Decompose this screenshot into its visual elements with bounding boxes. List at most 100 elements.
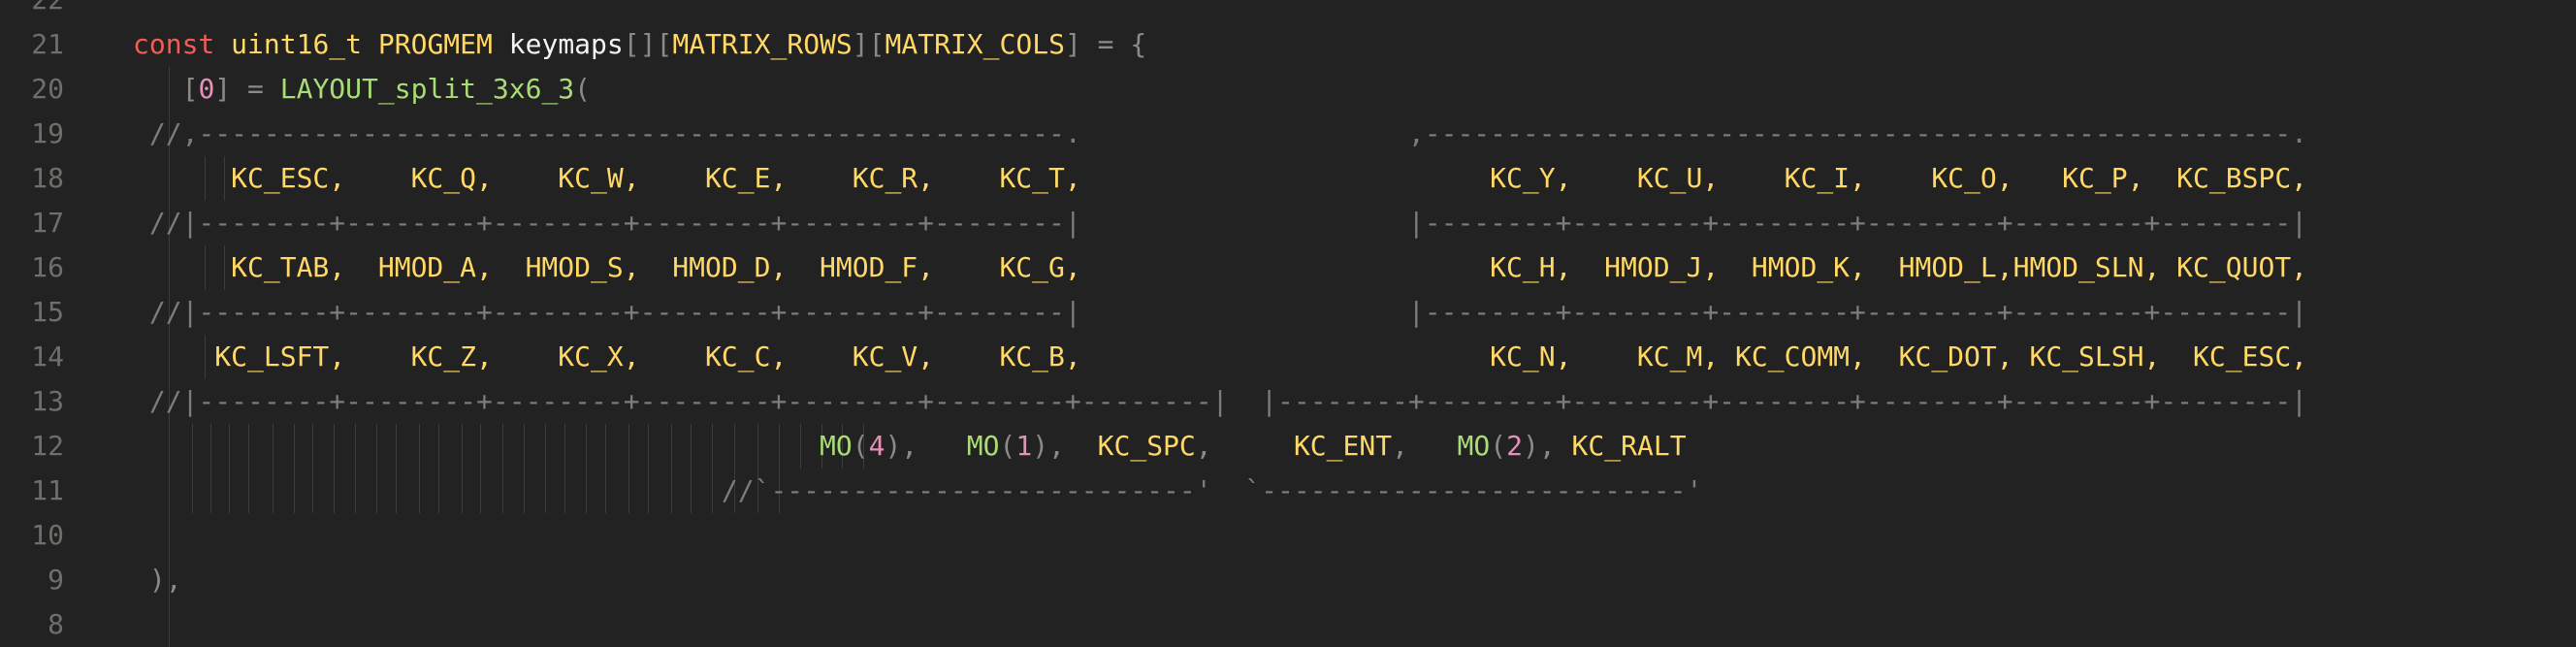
- indent-guide: [376, 424, 377, 469]
- indent-guide: [863, 424, 864, 469]
- indent-guide: [757, 469, 758, 513]
- line-number: 13: [31, 385, 64, 417]
- code-token: [214, 28, 231, 60]
- code-text: KC_ESC, KC_Q, KC_W, KC_E, KC_R, KC_T, KC…: [133, 156, 2307, 201]
- indent-guide: [355, 469, 356, 513]
- indent-guide: [691, 424, 692, 469]
- indent-guide: [821, 424, 822, 469]
- indent-guide: [419, 424, 420, 469]
- code-token: MO: [1457, 430, 1491, 462]
- indent-guide: [248, 469, 249, 513]
- indent-guide: [205, 156, 206, 201]
- code-token: uint16_t: [231, 28, 363, 60]
- indent-guide: [294, 469, 295, 513]
- code-line[interactable]: 22: [0, 0, 2576, 22]
- code-line[interactable]: 10: [0, 513, 2576, 558]
- code-token: {: [1130, 28, 1147, 60]
- code-token: MATRIX_ROWS: [672, 28, 853, 60]
- code-text: //,-------------------------------------…: [133, 112, 2307, 156]
- code-line[interactable]: 11 //`--------------------------' `-----…: [0, 469, 2576, 513]
- code-token: (: [852, 430, 869, 462]
- code-token: //|--------+--------+--------+--------+-…: [133, 207, 2308, 239]
- code-line[interactable]: 17 //|--------+--------+--------+-------…: [0, 201, 2576, 245]
- indent-guide: [648, 424, 649, 469]
- code-token: [: [133, 73, 199, 105]
- indent-guide: [564, 424, 565, 469]
- indent-guide: [734, 469, 735, 513]
- code-line[interactable]: 14 KC_LSFT, KC_Z, KC_X, KC_C, KC_V, KC_B…: [0, 335, 2576, 379]
- indent-guide: [224, 156, 225, 201]
- code-line[interactable]: 13 //|--------+--------+--------+-------…: [0, 379, 2576, 424]
- indent-guide: [192, 469, 193, 513]
- indent-guide: [169, 156, 170, 201]
- code-line[interactable]: 8: [0, 602, 2576, 647]
- indent-guide: [169, 290, 170, 335]
- indent-guide: [192, 424, 193, 469]
- code-token: 4: [868, 430, 886, 462]
- indent-guide: [294, 424, 295, 469]
- indent-guide: [648, 469, 649, 513]
- indent-guide: [205, 245, 206, 290]
- indent-guide: [210, 424, 211, 469]
- indent-guide: [169, 513, 170, 558]
- indent-guide: [564, 469, 565, 513]
- code-text: //|--------+--------+--------+--------+-…: [133, 379, 2307, 424]
- indent-guide: [334, 469, 335, 513]
- code-token: 2: [1506, 430, 1523, 462]
- indent-guide: [334, 424, 335, 469]
- indent-guide: [169, 558, 170, 602]
- code-token: //|--------+--------+--------+--------+-…: [133, 385, 2308, 417]
- indent-guide: [248, 424, 249, 469]
- indent-guide: [169, 201, 170, 245]
- line-number: 10: [31, 519, 64, 551]
- indent-guide: [376, 469, 377, 513]
- code-token: [][: [623, 28, 673, 60]
- indent-guide: [169, 245, 170, 290]
- indent-guide: [438, 469, 439, 513]
- indent-guide: [586, 424, 587, 469]
- indent-guide: [605, 469, 606, 513]
- code-line[interactable]: 19 //,----------------------------------…: [0, 112, 2576, 156]
- code-text: //|--------+--------+--------+--------+-…: [133, 201, 2307, 245]
- indent-guide: [734, 424, 735, 469]
- line-number: 18: [31, 162, 64, 194]
- line-number: 17: [31, 207, 64, 239]
- indent-guide: [842, 424, 843, 469]
- code-token: ),: [885, 430, 967, 462]
- code-token: ),: [1032, 430, 1098, 462]
- indent-guide: [273, 424, 274, 469]
- code-line[interactable]: 18 KC_ESC, KC_Q, KC_W, KC_E, KC_R, KC_T,…: [0, 156, 2576, 201]
- indent-guide: [169, 379, 170, 424]
- code-token: (: [574, 73, 592, 105]
- indent-guide: [628, 469, 629, 513]
- code-line[interactable]: 16 KC_TAB, HMOD_A, HMOD_S, HMOD_D, HMOD_…: [0, 245, 2576, 290]
- indent-guide: [779, 424, 780, 469]
- code-token: MATRIX_COLS: [885, 28, 1065, 60]
- code-line[interactable]: 20 [0] = LAYOUT_split_3x6_3(: [0, 67, 2576, 112]
- code-text: const uint16_t PROGMEM keymaps[][MATRIX_…: [133, 22, 1146, 67]
- code-token: ]: [1064, 28, 1081, 60]
- indent-guide: [438, 424, 439, 469]
- code-line[interactable]: 12 MO(4), MO(1), KC_SPC, KC_ENT, MO(2), …: [0, 424, 2576, 469]
- line-number: 14: [31, 340, 64, 372]
- indent-guide: [480, 469, 481, 513]
- indent-guide: [502, 469, 503, 513]
- indent-guide: [800, 424, 801, 469]
- indent-guide: [671, 469, 672, 513]
- code-token: KC_TAB, HMOD_A, HMOD_S, HMOD_D, HMOD_F, …: [133, 251, 2308, 283]
- code-token: =: [1080, 28, 1131, 60]
- indent-guide: [462, 424, 463, 469]
- indent-guide: [545, 469, 546, 513]
- code-line[interactable]: 9 ),: [0, 558, 2576, 602]
- indent-guide: [480, 424, 481, 469]
- line-number: 8: [48, 608, 64, 640]
- line-number: 12: [31, 430, 64, 462]
- indent-guide: [712, 469, 713, 513]
- code-token: (: [1490, 430, 1507, 462]
- code-token: 1: [1015, 430, 1033, 462]
- code-line[interactable]: 15 //|--------+--------+--------+-------…: [0, 290, 2576, 335]
- code-token: ,: [1195, 430, 1294, 462]
- indent-guide: [671, 424, 672, 469]
